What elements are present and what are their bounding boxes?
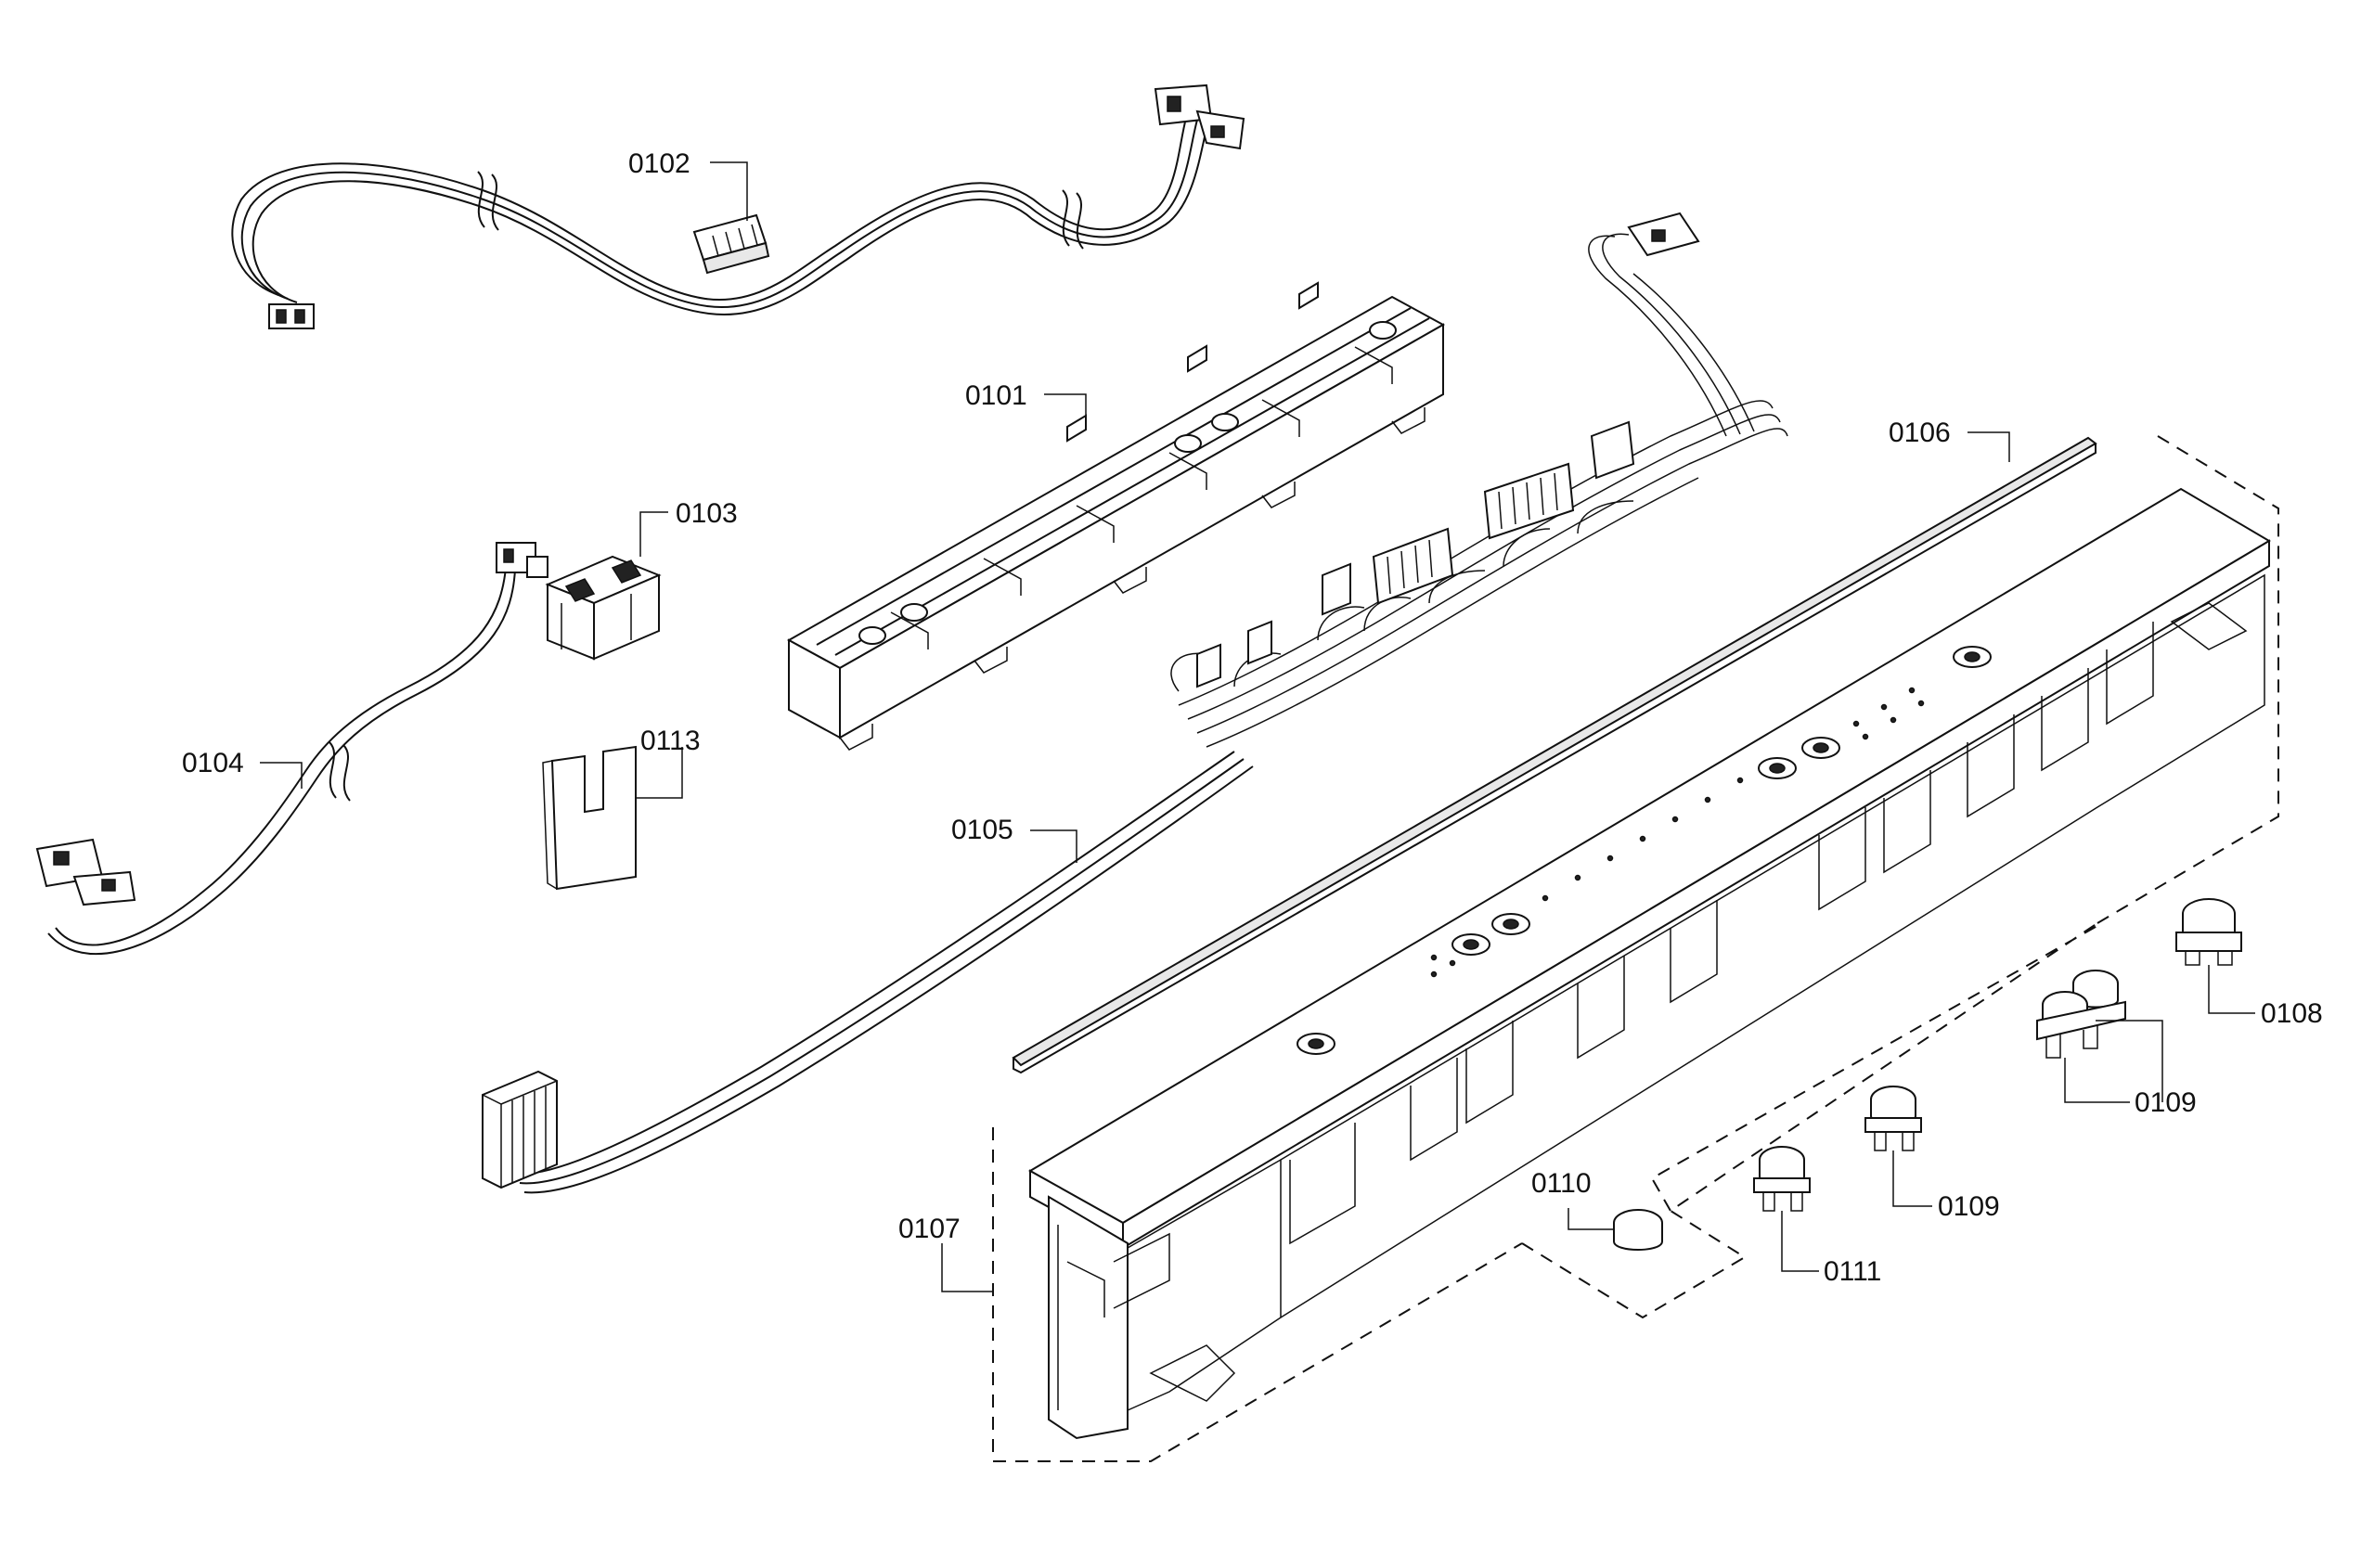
connectors-0105-loom <box>1196 212 1700 688</box>
connector-0102-left <box>268 303 315 329</box>
panel-compartments <box>1289 602 2248 1245</box>
connector-0102-right <box>1154 84 1245 150</box>
part-0105-wire-harness <box>482 212 1788 1194</box>
part-0108-button <box>2175 898 2242 966</box>
part-0113-insulator <box>542 745 637 891</box>
module-buttons <box>858 321 1397 645</box>
label-0104: 0104 <box>182 748 244 778</box>
label-0109-double: 0109 <box>2135 1087 2197 1118</box>
label-0102: 0102 <box>628 148 690 179</box>
part-0110-cap <box>1613 1209 1663 1251</box>
label-0103: 0103 <box>676 498 738 529</box>
label-0107: 0107 <box>898 1214 961 1244</box>
label-0106: 0106 <box>1889 418 1951 448</box>
part-labels: 0102 0101 0103 0104 0113 0105 0106 0107 … <box>182 148 2323 1287</box>
part-0104-wire-harness <box>35 542 548 956</box>
label-0108: 0108 <box>2261 998 2323 1029</box>
part-0102-wire-harness <box>231 84 1245 329</box>
label-0105: 0105 <box>951 815 1013 845</box>
panel-button-holes <box>1297 646 1992 1055</box>
label-0111: 0111 <box>1824 1256 1881 1287</box>
part-0103-bracket <box>545 555 662 661</box>
connector-0104-bottom <box>35 838 136 906</box>
connector-0104-top <box>496 542 548 578</box>
part-0106-seal-strip <box>1012 436 2097 1074</box>
module-compartments <box>890 346 1393 649</box>
label-0101: 0101 <box>965 380 1027 411</box>
button-group-outline <box>1521 922 2103 1319</box>
label-0110: 0110 <box>1531 1168 1592 1199</box>
label-0109-single: 0109 <box>1938 1191 2000 1222</box>
connector-0105-bottom <box>482 1070 558 1189</box>
part-0109-button <box>1864 1086 1922 1151</box>
panel-led-holes <box>1430 687 1925 978</box>
part-0101-control-module <box>786 281 1446 751</box>
label-0113: 0113 <box>640 726 701 756</box>
part-0107-panel-housing <box>992 435 2279 1462</box>
part-0111-button <box>1753 1146 1811 1212</box>
connector-0102-middle <box>692 213 770 275</box>
part-0109-double-button <box>2036 970 2126 1059</box>
leader-lines <box>260 161 2255 1292</box>
